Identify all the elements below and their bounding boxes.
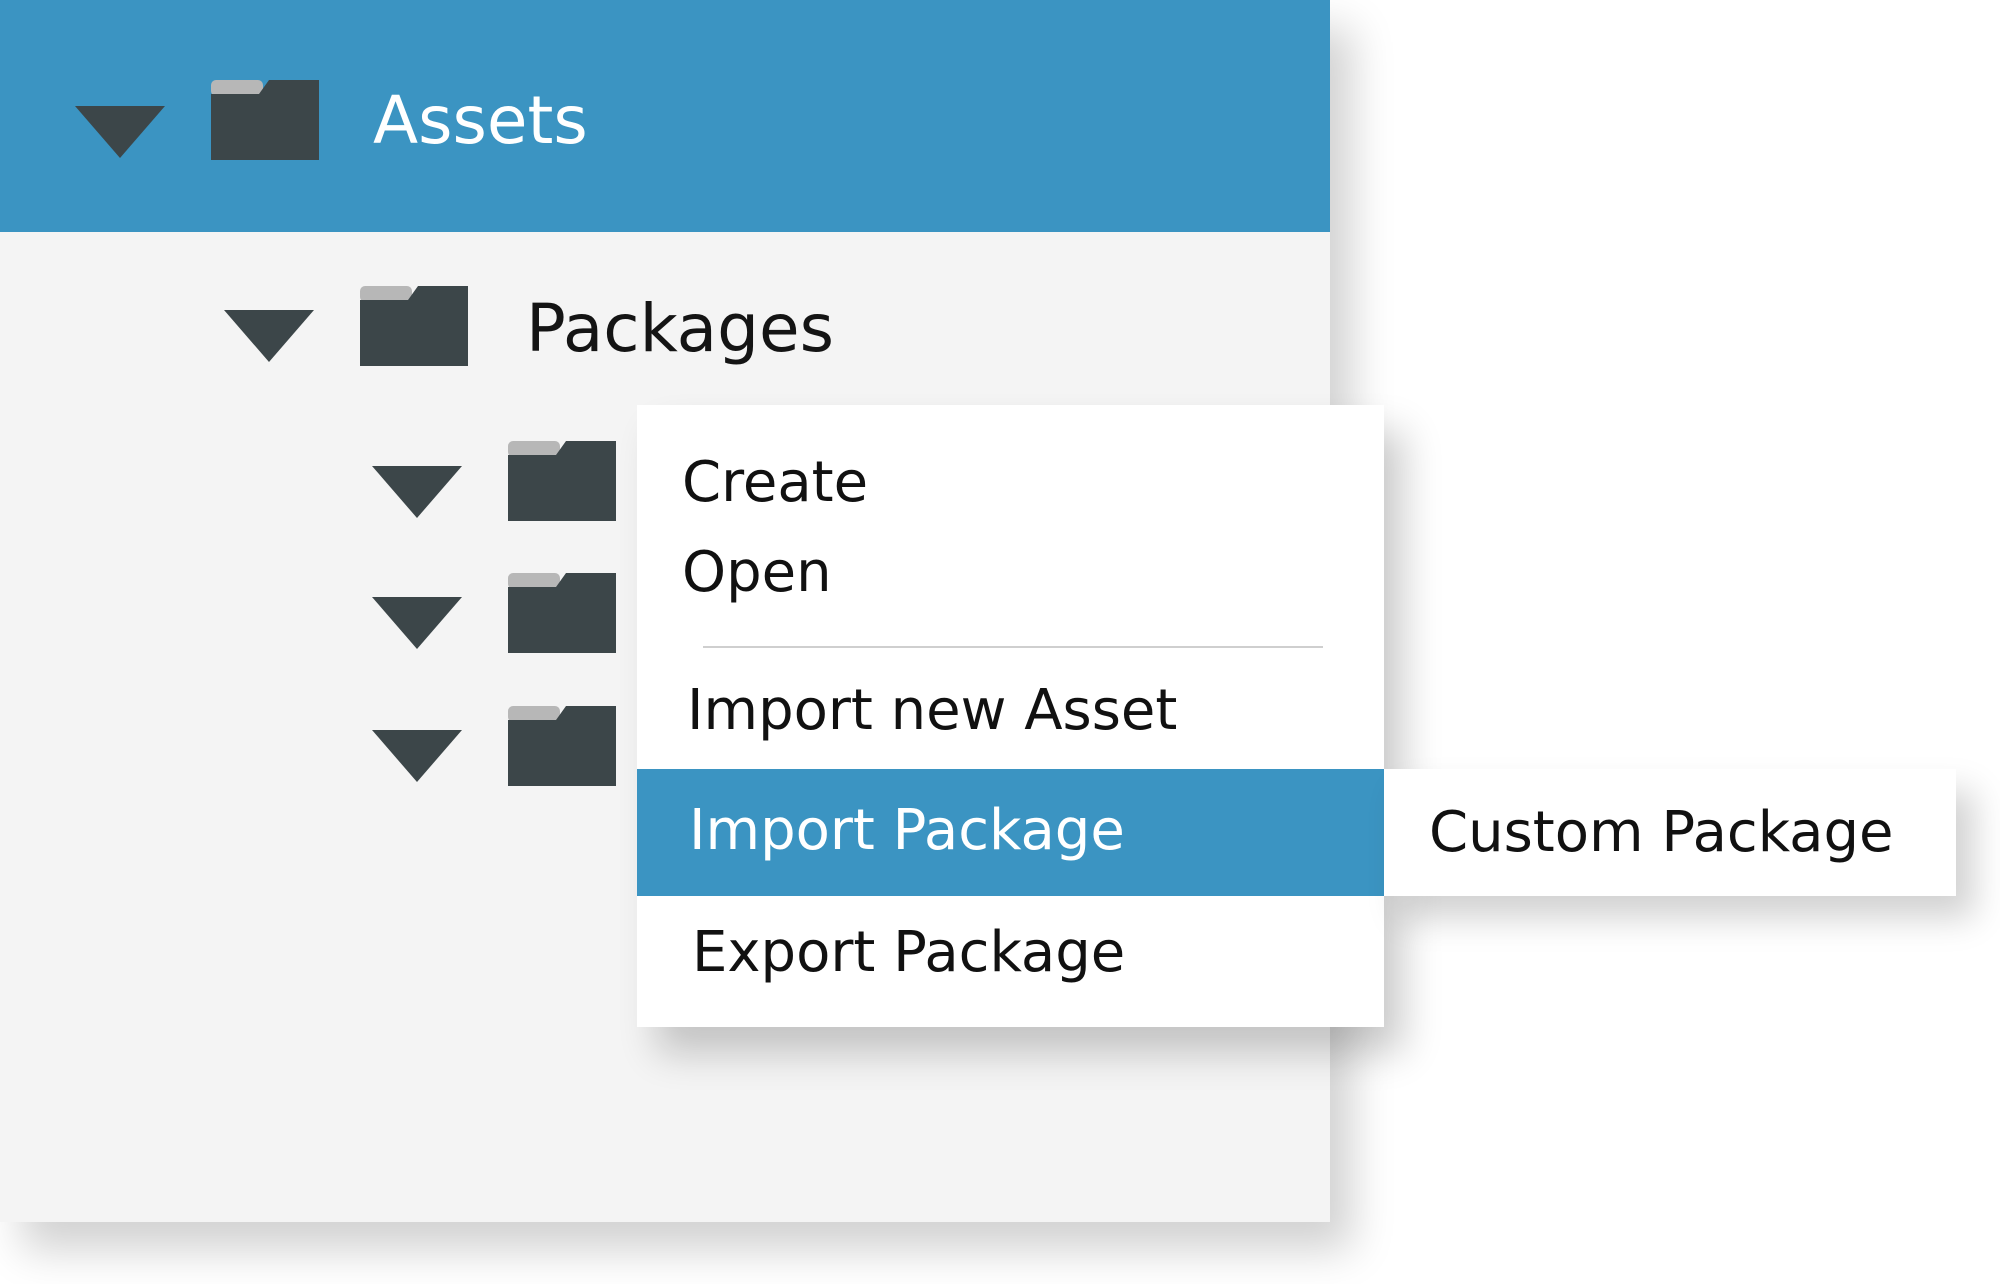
tree-row-assets[interactable]: Assets — [0, 0, 1330, 232]
folder-icon — [508, 573, 616, 653]
menu-item-import-package[interactable]: Import Package — [637, 769, 1384, 896]
menu-item-import-new-asset[interactable]: Import new Asset — [687, 678, 1178, 743]
tree-label-packages: Packages — [526, 290, 834, 367]
submenu-item-custom-package[interactable]: Custom Package — [1429, 800, 1894, 865]
menu-item-create[interactable]: Create — [682, 450, 869, 515]
folder-icon — [508, 706, 616, 786]
caret-down-icon[interactable] — [372, 466, 462, 518]
menu-separator — [703, 646, 1323, 648]
menu-item-export-package[interactable]: Export Package — [692, 920, 1126, 985]
context-menu: Create Open Import new Asset Import Pack… — [637, 405, 1384, 1027]
caret-down-icon[interactable] — [224, 310, 314, 362]
caret-down-icon[interactable] — [75, 106, 165, 158]
folder-icon — [211, 80, 319, 160]
submenu-import-package: Custom Package — [1384, 769, 1956, 896]
caret-down-icon[interactable] — [372, 730, 462, 782]
folder-icon — [508, 441, 616, 521]
tree-label-assets: Assets — [373, 82, 588, 159]
folder-icon — [360, 286, 468, 366]
caret-down-icon[interactable] — [372, 597, 462, 649]
menu-item-open[interactable]: Open — [682, 540, 832, 605]
